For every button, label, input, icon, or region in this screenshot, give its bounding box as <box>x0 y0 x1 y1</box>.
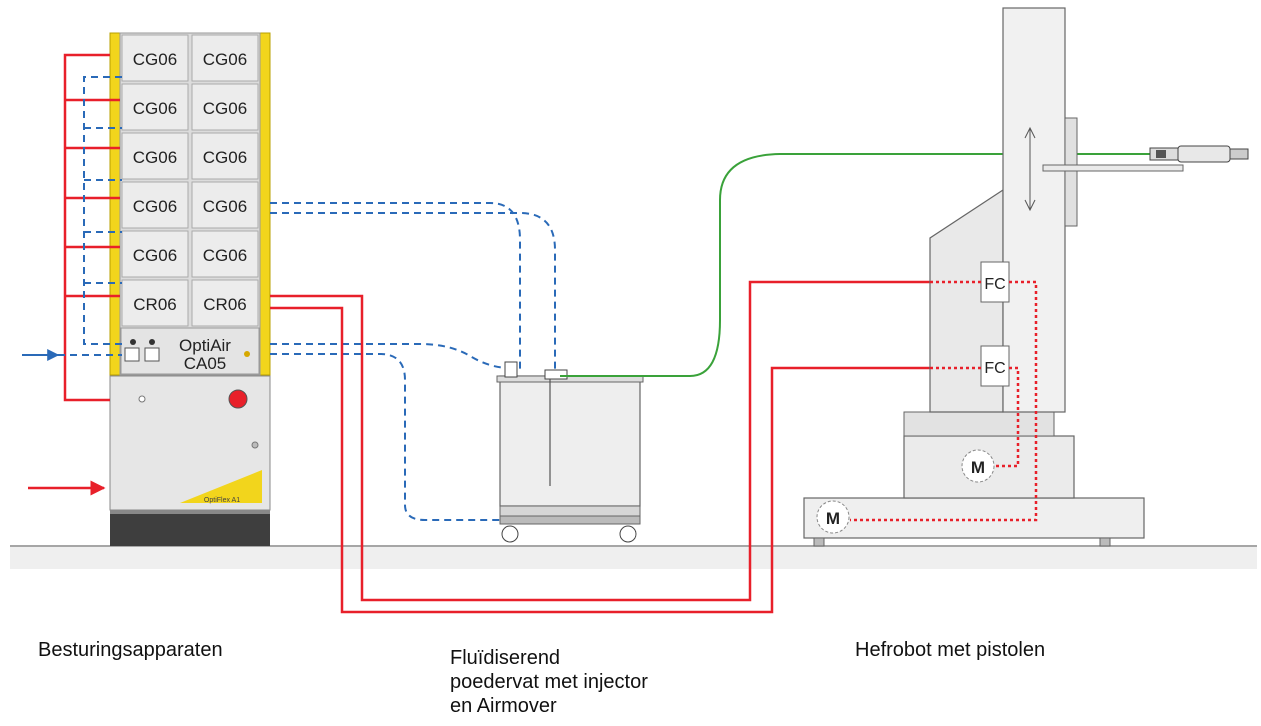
wheel-icon <box>619 525 637 543</box>
flow-control-lower: FC <box>984 360 1005 377</box>
caption-hopper: Fluïdiserend poedervat met injector en A… <box>450 646 648 718</box>
internal-control-lines <box>850 280 1038 522</box>
caption-lift-robot: Hefrobot met pistolen <box>855 639 1046 661</box>
motor-lower: M <box>826 509 840 528</box>
optiflex-brand: OptiFlex A1 <box>204 497 240 504</box>
control-module-label: CG06 <box>133 246 177 265</box>
powder-hopper <box>496 361 644 543</box>
spray-gun-icon <box>1149 145 1249 163</box>
power-lines-to-robot <box>270 280 930 614</box>
air-lines-to-hopper <box>270 202 556 521</box>
control-module <box>191 34 259 82</box>
emergency-stop-icon <box>228 389 248 409</box>
control-module <box>191 279 259 327</box>
optiflex-controller: OptiFlex A1 <box>109 375 271 546</box>
flow-control-upper: FC <box>984 276 1005 293</box>
control-module <box>121 279 189 327</box>
control-module <box>121 132 189 180</box>
control-module-label: CG06 <box>203 197 247 216</box>
control-module-label: CG06 <box>133 50 177 69</box>
control-module-label: CG06 <box>203 99 247 118</box>
floor <box>10 545 1257 569</box>
control-module-label: CR06 <box>203 295 246 314</box>
caption-hopper-line1: Fluïdiserend <box>450 647 561 669</box>
control-module <box>121 83 189 131</box>
control-module-label: CG06 <box>133 148 177 167</box>
caption-hopper-line2: poedervat met injector <box>450 671 648 693</box>
control-module <box>191 83 259 131</box>
control-module <box>121 230 189 278</box>
control-module-label: CG06 <box>203 50 247 69</box>
lift-robot: FC FC M M <box>803 7 1249 547</box>
optiair-label: OptiAir <box>179 336 231 355</box>
control-module <box>121 181 189 229</box>
motor-upper: M <box>971 458 985 477</box>
control-module-label: CG06 <box>203 246 247 265</box>
optiair-model: CA05 <box>184 354 227 373</box>
control-module <box>121 34 189 82</box>
control-module <box>191 132 259 180</box>
powder-hose <box>560 153 1150 377</box>
caption-hopper-line3: en Airmover <box>450 695 557 717</box>
control-module-label: CR06 <box>133 295 176 314</box>
optiair-unit: OptiAir CA05 <box>120 327 260 375</box>
power-lines-left <box>63 53 120 402</box>
caption-control-units: Besturingsapparaten <box>38 639 223 661</box>
wheel-icon <box>501 525 519 543</box>
control-module-label: CG06 <box>203 148 247 167</box>
control-module <box>191 181 259 229</box>
control-module <box>191 230 259 278</box>
control-module-label: CG06 <box>133 99 177 118</box>
control-module-label: CG06 <box>133 197 177 216</box>
